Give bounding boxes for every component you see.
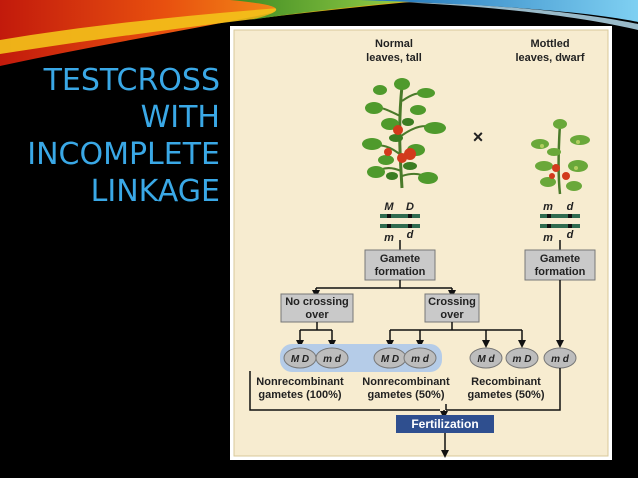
allele-label: M bbox=[384, 201, 394, 213]
svg-text:Gamete: Gamete bbox=[540, 253, 580, 265]
gamete-oval: M D bbox=[283, 347, 317, 369]
gamete-arrows bbox=[296, 280, 564, 348]
no-crossing-over-box: No crossing over bbox=[280, 293, 354, 323]
nonrecombinant-100-label: gametes (100%) bbox=[258, 389, 341, 401]
title-line: LINKAGE bbox=[90, 174, 220, 209]
recombinant-50-label: gametes (50%) bbox=[467, 389, 544, 401]
svg-text:m d: m d bbox=[411, 354, 430, 365]
title-line: WITH bbox=[140, 100, 220, 135]
svg-text:M d: M d bbox=[477, 354, 495, 365]
svg-text:over: over bbox=[305, 309, 329, 321]
left-parent-label: leaves, tall bbox=[366, 52, 422, 64]
nonrecombinant-50-label: Nonrecombinant bbox=[362, 376, 450, 388]
svg-text:m D: m D bbox=[513, 354, 532, 365]
nonrecombinant-100-label: Nonrecombinant bbox=[256, 376, 344, 388]
svg-text:Crossing: Crossing bbox=[428, 296, 476, 308]
allele-label: m bbox=[384, 232, 394, 244]
allele-label: d bbox=[407, 229, 414, 241]
right-parent-label: leaves, dwarf bbox=[515, 52, 584, 64]
testcross-figure: Normal leaves, tall Mottled leaves, dwar… bbox=[230, 26, 612, 460]
allele-label: d bbox=[567, 201, 574, 213]
svg-text:formation: formation bbox=[535, 266, 586, 278]
allele-label: d bbox=[567, 229, 574, 241]
left-parent-chromosomes: M D m d bbox=[380, 201, 420, 244]
svg-text:Fertilization: Fertilization bbox=[411, 417, 478, 431]
crossing-over-box: Crossing over bbox=[424, 293, 480, 323]
gamete-formation-box-left: Gamete formation bbox=[364, 249, 436, 281]
allele-label: m bbox=[543, 232, 553, 244]
gamete-oval: m D bbox=[505, 347, 539, 369]
gamete-oval: m d bbox=[543, 347, 577, 369]
svg-text:m d: m d bbox=[551, 354, 570, 365]
gamete-oval: m d bbox=[403, 347, 437, 369]
svg-text:over: over bbox=[440, 309, 464, 321]
gamete-oval: M D bbox=[373, 347, 407, 369]
decorative-swoosh bbox=[0, 0, 638, 66]
cross-symbol: × bbox=[473, 127, 484, 147]
gamete-oval: M d bbox=[469, 347, 503, 369]
title-line: INCOMPLETE bbox=[27, 137, 220, 172]
figure-panel bbox=[233, 29, 609, 457]
svg-text:m d: m d bbox=[323, 354, 342, 365]
nonrecombinant-50-label: gametes (50%) bbox=[367, 389, 444, 401]
recombinant-50-label: Recombinant bbox=[471, 376, 541, 388]
allele-label: D bbox=[406, 201, 414, 213]
dwarf-tomato-plant-icon bbox=[531, 119, 590, 195]
svg-text:No crossing: No crossing bbox=[285, 296, 349, 308]
allele-label: m bbox=[543, 201, 553, 213]
svg-text:M D: M D bbox=[381, 354, 399, 365]
fertilization-box: Fertilization bbox=[396, 415, 494, 433]
title-line: TESTCROSS bbox=[43, 63, 220, 98]
left-parent-label: Normal bbox=[375, 38, 413, 50]
right-parent-label: Mottled bbox=[530, 38, 569, 50]
gamete-formation-box-right: Gamete formation bbox=[524, 249, 596, 281]
svg-text:Gamete: Gamete bbox=[380, 253, 420, 265]
fertilization-connectors bbox=[249, 368, 561, 419]
slide-title: TESTCROSS WITH INCOMPLETE LINKAGE bbox=[0, 62, 220, 210]
gamete-oval: m d bbox=[315, 347, 349, 369]
branch-arrows bbox=[312, 280, 456, 298]
tall-tomato-plant-icon bbox=[362, 78, 446, 189]
svg-text:formation: formation bbox=[375, 266, 426, 278]
right-parent-chromosomes: m d m d bbox=[540, 201, 580, 244]
svg-text:M D: M D bbox=[291, 354, 309, 365]
